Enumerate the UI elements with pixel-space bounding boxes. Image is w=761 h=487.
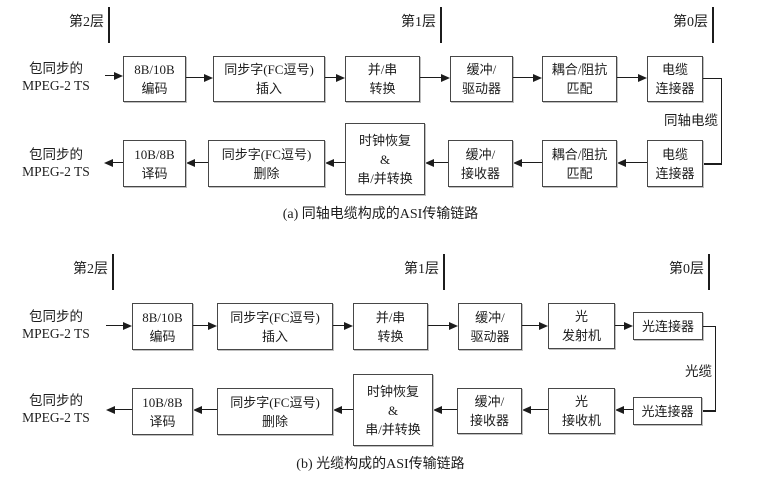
output-signal-label: 包同步的 MPEG-2 TS [22,147,90,179]
box-syncword-insert: 同步字(FC逗号) 插入 [217,303,333,350]
box-buffer-receiver: 缓冲/ 接收器 [448,140,513,187]
input-signal-label: 包同步的 MPEG-2 TS [22,309,90,341]
box-syncword-delete: 同步字(FC逗号) 删除 [217,388,333,435]
box-optical-receiver: 光 接收机 [548,388,615,434]
box-cable-connector: 电缆 连接器 [647,140,703,187]
box-10b8b-decode: 10B/8B 译码 [132,388,193,435]
box-coupling-impedance-match: 耦合/阻抗 匹配 [542,140,617,187]
layer-2-label: 第2层 [69,15,104,30]
box-parallel-to-serial: 并/串 转换 [353,303,428,350]
layer-divider [440,7,442,43]
box-parallel-to-serial: 并/串 转换 [345,56,420,102]
input-signal-label: 包同步的 MPEG-2 TS [22,61,90,93]
caption-b: (b) 光缆构成的ASI传输链路 [296,457,465,472]
box-8b10b-encode: 8B/10B 编码 [132,303,193,350]
fiber-cable-label: 光缆 [685,364,712,379]
layer-divider [712,7,714,43]
coax-line [703,163,722,165]
box-syncword-insert: 同步字(FC逗号) 插入 [213,56,325,102]
box-clock-recovery-serial-to-parallel: 时钟恢复 & 串/并转换 [353,374,433,446]
coax-line [720,77,722,165]
box-clock-recovery-serial-to-parallel: 时钟恢复 & 串/并转换 [345,123,425,195]
fiber-line [702,410,716,412]
coax-line [703,77,722,79]
fiber-line [703,325,716,327]
box-optical-connector: 光连接器 [633,312,703,340]
box-8b10b-encode: 8B/10B 编码 [123,56,186,102]
box-buffer-driver: 缓冲/ 驱动器 [450,56,513,102]
caption-a: (a) 同轴电缆构成的ASI传输链路 [282,207,479,222]
layer-divider [708,254,710,290]
layer-0-label: 第0层 [673,15,708,30]
box-coupling-impedance-match: 耦合/阻抗 匹配 [542,56,617,102]
layer-divider [443,254,445,290]
layer-divider [108,7,110,43]
layer-2-label: 第2层 [73,262,108,277]
box-10b8b-decode: 10B/8B 译码 [123,140,186,187]
layer-divider [112,254,114,290]
output-signal-label: 包同步的 MPEG-2 TS [22,393,90,425]
layer-0-label: 第0层 [669,262,704,277]
box-optical-transmitter: 光 发射机 [548,303,615,349]
fiber-line [714,325,716,412]
box-buffer-driver: 缓冲/ 驱动器 [458,303,522,350]
coax-cable-label: 同轴电缆 [664,113,718,128]
layer-1-label: 第1层 [404,262,439,277]
layer-1-label: 第1层 [401,15,436,30]
box-buffer-receiver: 缓冲/ 接收器 [457,388,522,434]
box-syncword-delete: 同步字(FC逗号) 删除 [208,140,325,187]
box-cable-connector: 电缆 连接器 [647,56,703,102]
box-optical-connector: 光连接器 [633,397,702,425]
